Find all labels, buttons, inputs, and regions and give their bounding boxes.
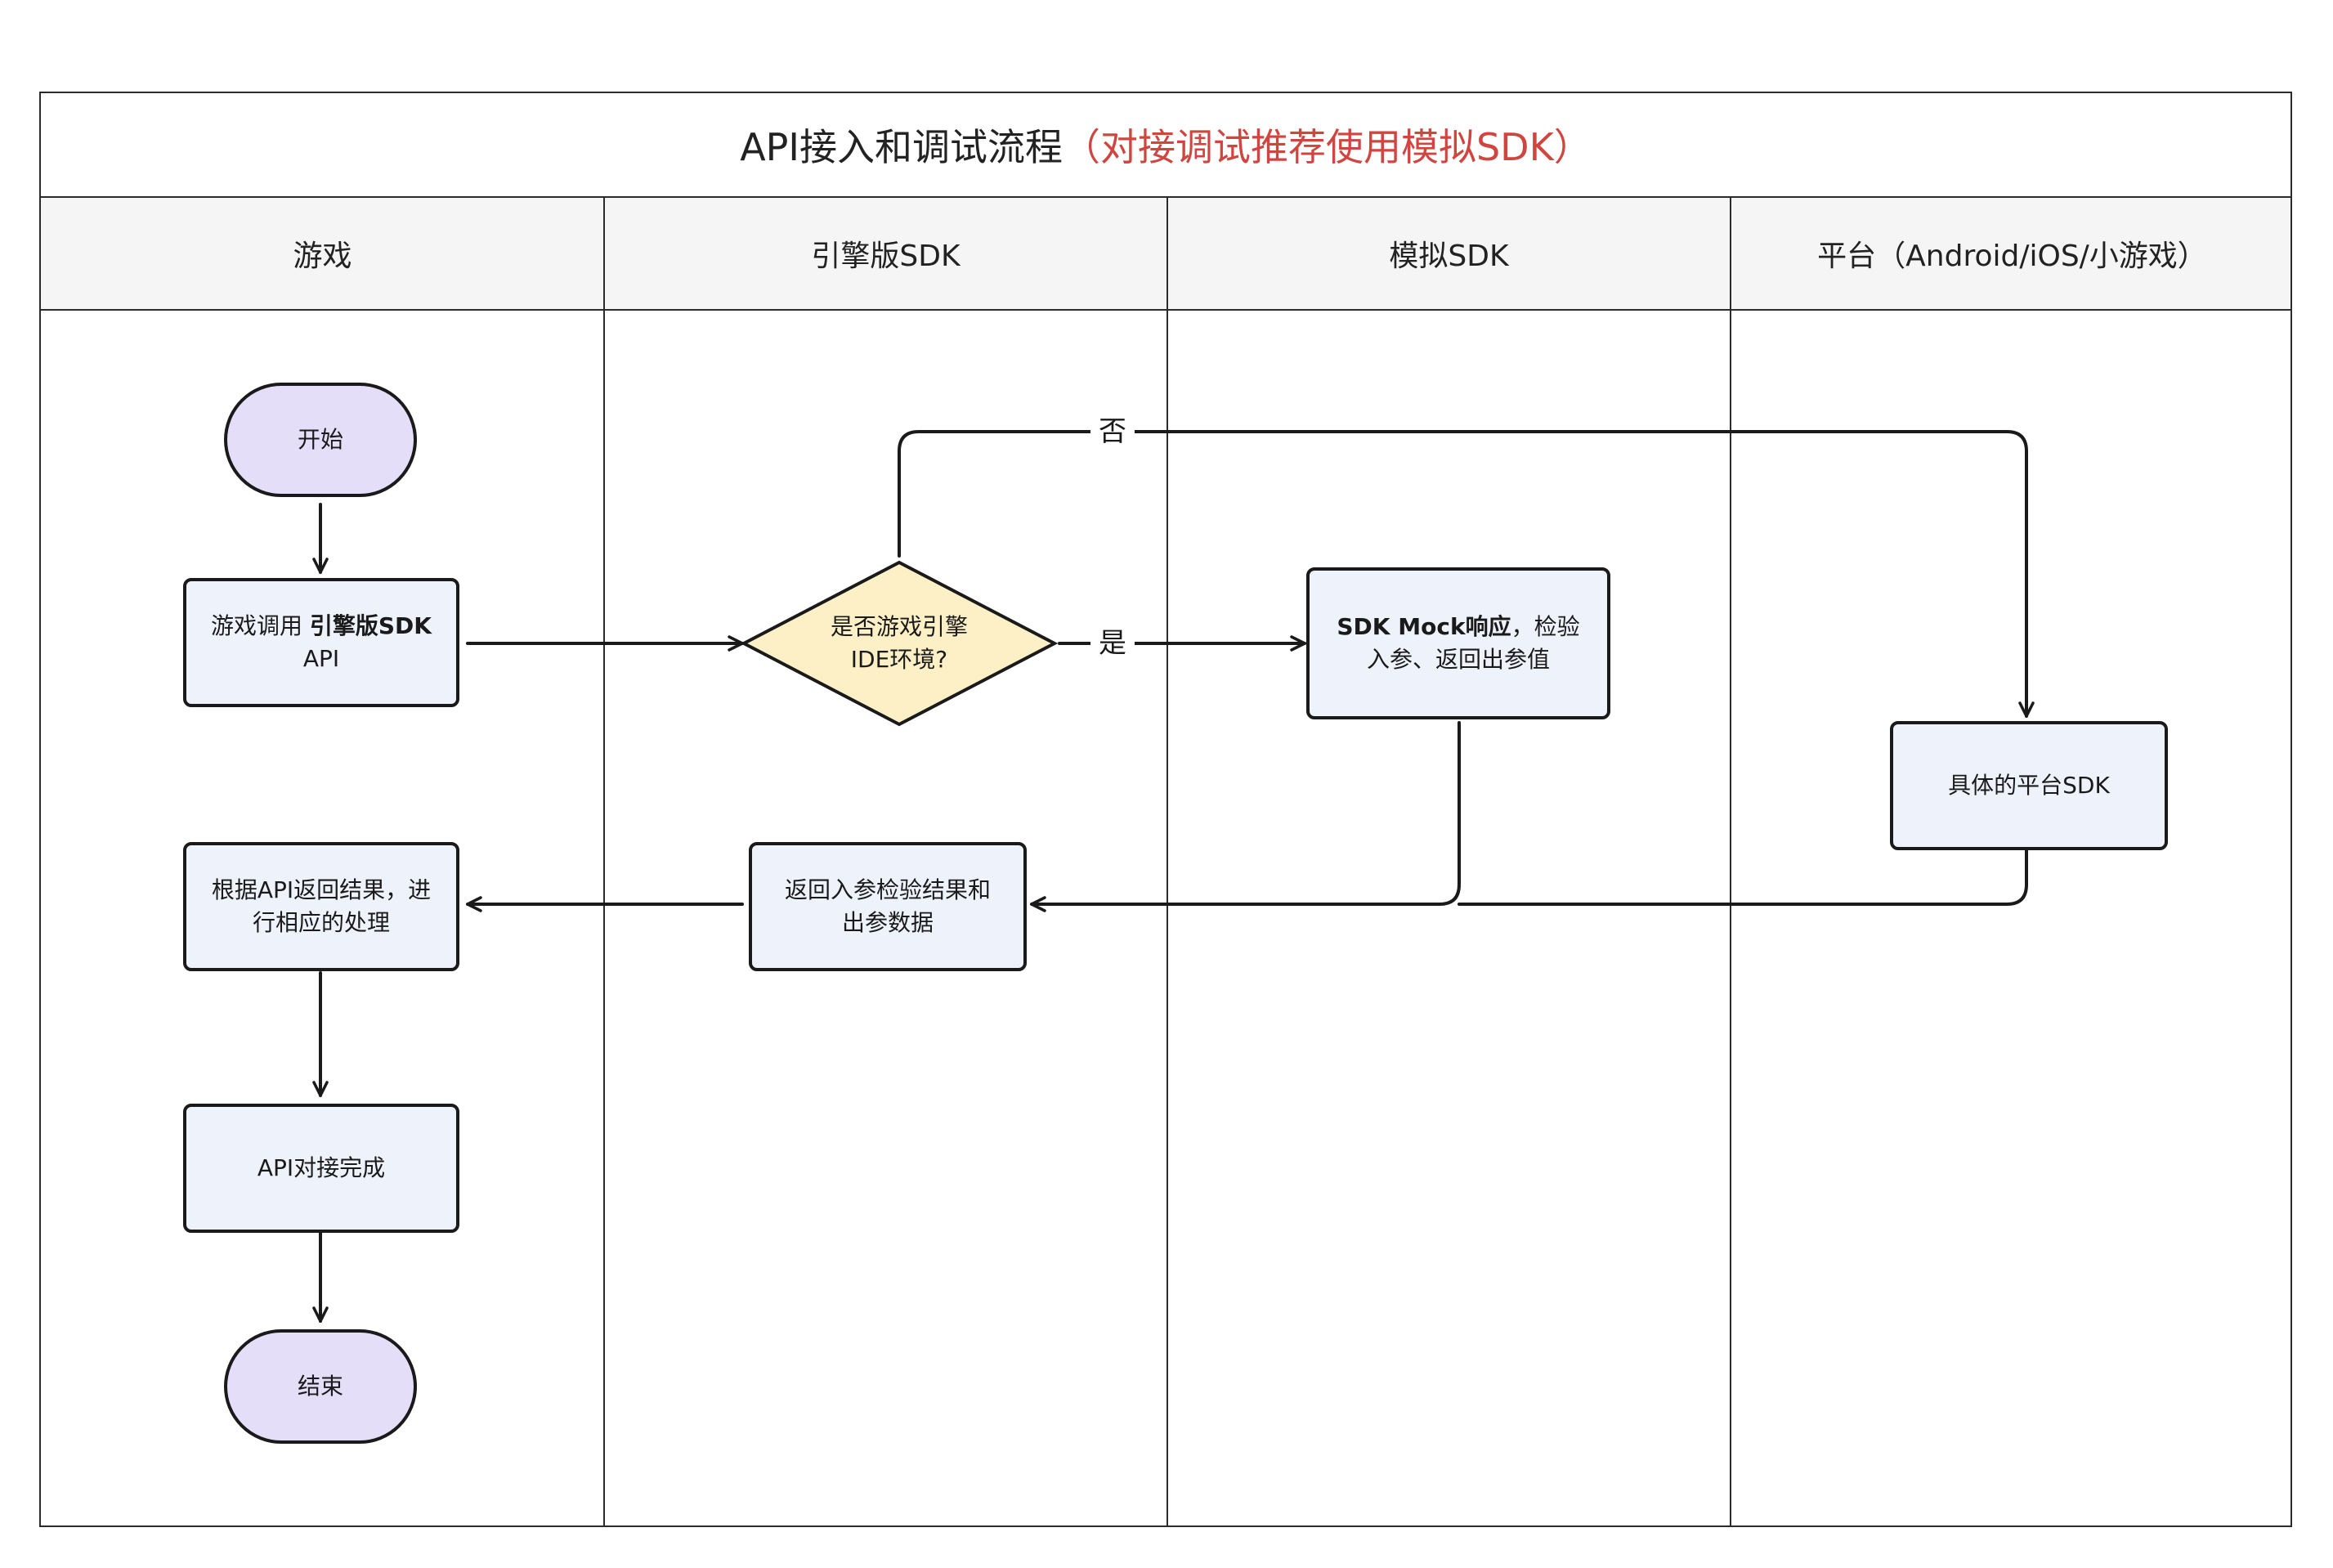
call-api-node: 游戏调用 引擎版SDK API [183, 578, 459, 707]
start-node: 开始 [224, 383, 417, 497]
decision-line-2: IDE环境? [850, 646, 948, 673]
mock-response-bold: SDK Mock响应 [1337, 613, 1511, 640]
lane-divider [1730, 198, 1731, 1525]
decision-diamond [740, 560, 1059, 727]
lane-header-mock-sdk: 模拟SDK [1389, 240, 1509, 273]
edge-mock-to-return [1030, 721, 1461, 912]
edge-decision-no [898, 430, 2035, 718]
lane-header-game: 游戏 [293, 240, 352, 273]
edge-label-no: 否 [1090, 415, 1135, 448]
edge-label-yes: 是 [1090, 627, 1135, 660]
decision-label: 是否游戏引擎 IDE环境? [785, 603, 1014, 684]
lane-divider [1166, 198, 1168, 1525]
platform-sdk-node: 具体的平台SDK [1890, 721, 2168, 850]
lane-divider [603, 198, 605, 1525]
lane-header-row: 游戏 引擎版SDK 模拟SDK 平台（Android/iOS/小游戏） [41, 198, 2290, 311]
decision-line-1: 是否游戏引擎 [830, 613, 968, 640]
call-api-bold: 引擎版SDK [309, 612, 432, 639]
mock-response-text: ，检验入参、返回出参值 [1366, 613, 1580, 673]
api-done-node: API对接完成 [183, 1104, 459, 1233]
edge-platform-to-return [1458, 849, 2028, 906]
call-api-suffix: API [302, 645, 340, 672]
mock-response-node: SDK Mock响应，检验入参、返回出参值 [1306, 567, 1610, 719]
call-api-prefix: 游戏调用 [210, 612, 310, 639]
title-accent: （对接调试推荐使用模拟SDK） [1062, 125, 1592, 169]
end-node: 结束 [224, 1329, 417, 1444]
handle-result-node: 根据API返回结果，进行相应的处理 [183, 842, 459, 971]
diagram-title: API接入和调试流程（对接调试推荐使用模拟SDK） [41, 93, 2290, 198]
lane-header-platform: 平台（Android/iOS/小游戏） [1817, 240, 2207, 273]
title-main: API接入和调试流程 [740, 125, 1063, 169]
lane-header-engine-sdk: 引擎版SDK [811, 240, 961, 273]
return-data-node: 返回入参检验结果和出参数据 [749, 842, 1027, 971]
